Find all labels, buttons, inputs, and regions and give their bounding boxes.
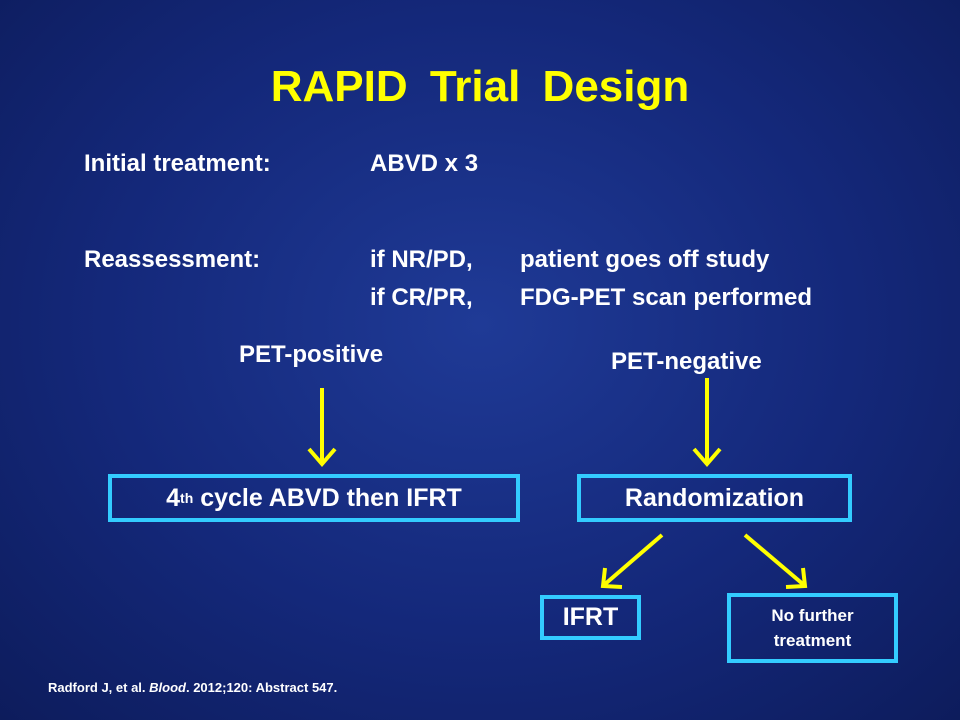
reassessment-outcome-pet-scan: FDG-PET scan performed [520,284,813,311]
ifrt-label: IFRT [562,603,619,631]
citation-details: . 2012;120: Abstract 547. [185,680,338,695]
reassessment-outcome-off-study: patient goes off study [520,246,770,273]
fourth-cycle-number: 4 [166,483,181,512]
arrow-to-ifrt [600,533,664,589]
fourth-cycle-ordinal: th [180,490,194,506]
initial-treatment-value: ABVD x 3 [370,150,479,177]
no-further-line1: No further [771,606,854,625]
box-ifrt: IFRT [540,595,641,640]
fourth-cycle-rest: cycle ABVD then IFRT [193,483,462,512]
no-further-line2: treatment [773,631,852,650]
reassessment-condition-nr-pd: if NR/PD, [370,246,473,273]
arrow-pet-negative [692,378,722,468]
arrow-pet-positive [307,388,337,468]
box-randomization: Randomization [577,474,852,522]
arrow-to-no-further [743,533,808,589]
slide-title: RAPID Trial Design [270,62,690,111]
box-no-further-treatment: No further treatment [727,593,898,663]
reassessment-label: Reassessment: [84,246,261,273]
citation-journal: Blood [149,680,186,695]
citation-authors: Radford J, et al. [48,680,150,695]
citation: Radford J, et al. Blood. 2012;120: Abstr… [48,680,337,695]
pet-positive-label: PET-positive [239,341,384,368]
reassessment-condition-cr-pr: if CR/PR, [370,284,473,311]
pet-negative-label: PET-negative [611,348,762,375]
initial-treatment-label: Initial treatment: [84,150,271,177]
randomization-label: Randomization [624,483,805,512]
